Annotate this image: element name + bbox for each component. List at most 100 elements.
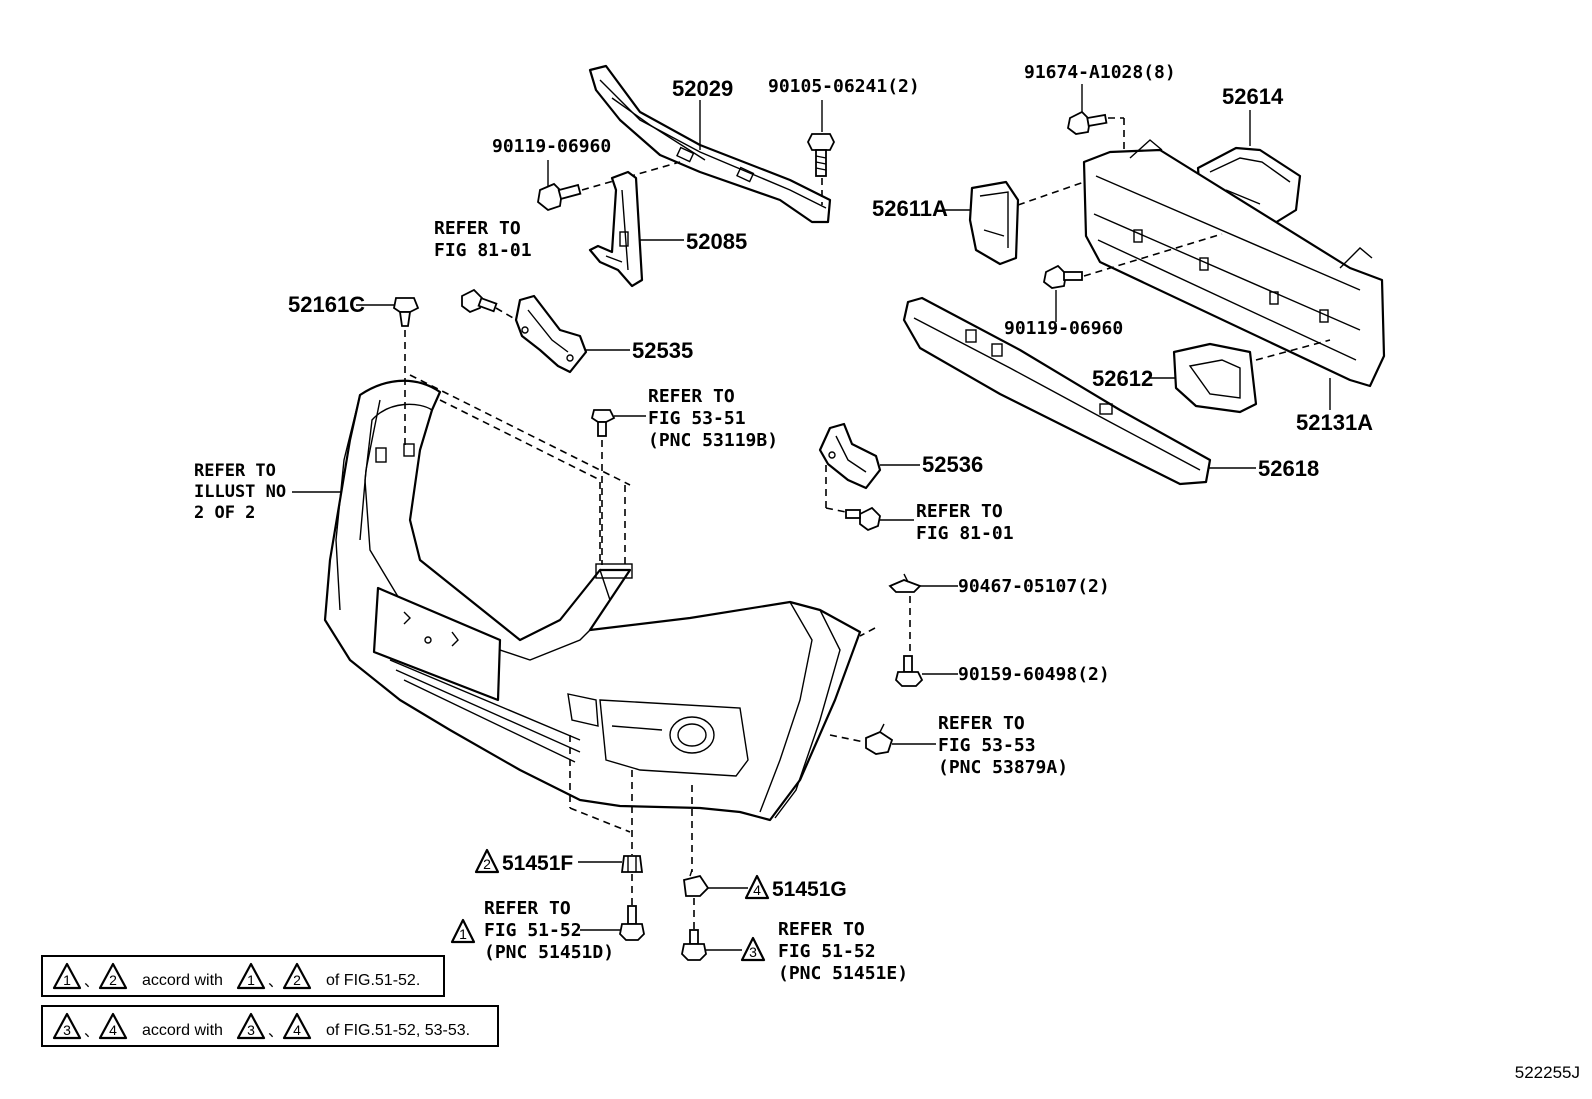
part-52611A-shape — [968, 180, 1020, 266]
note2-tri-c: 3 — [247, 1022, 255, 1038]
ref5-line3: (PNC 53879A) — [938, 757, 1068, 778]
bolt-90119-left-icon — [537, 182, 582, 212]
dash-bumper-a — [409, 374, 631, 486]
note1-tri-d: 2 — [293, 972, 301, 988]
bolt-91674-icon — [1067, 110, 1108, 135]
bolt-ref1-icon — [461, 288, 498, 314]
ref7-line2: FIG 51-52 — [778, 941, 876, 962]
bolt-90159-icon — [895, 655, 924, 687]
clip-52161C-icon — [392, 297, 420, 327]
dash-90467b — [859, 627, 876, 637]
label-90119-right: 90119-06960 — [1004, 318, 1123, 339]
label-52611A: 52611A — [872, 196, 948, 221]
ref1-line2: FIG 81-01 — [434, 240, 532, 261]
ref4-line1: REFER TO — [916, 501, 1003, 522]
ref5-line1: REFER TO — [938, 713, 1025, 734]
clip-ref5-icon — [865, 723, 894, 755]
part-52612-shape — [1172, 342, 1258, 414]
note2-box: 3 、 4 accord with 3 、 4 of FIG.51-52, 53… — [41, 1005, 499, 1047]
ref6-line3: (PNC 51451D) — [484, 942, 614, 963]
ref2-line2: FIG 53-51 — [648, 408, 746, 429]
triangle-3-icon: 3 — [740, 936, 766, 962]
bolt-90105-icon — [806, 133, 836, 177]
note2-tail: of FIG.51-52, 53-53. — [326, 1022, 470, 1039]
ref4-block: REFER TO FIG 81-01 — [916, 501, 1014, 544]
note2-tri-d: 4 — [293, 1022, 301, 1038]
bolt-90119-right-icon — [1043, 264, 1083, 289]
ref3-line2: ILLUST NO — [194, 482, 286, 502]
figure-id: 522255J — [1515, 1063, 1580, 1082]
dash-bumper-b — [439, 399, 601, 481]
ref3-block: REFER TO ILLUST NO 2 OF 2 — [194, 461, 286, 523]
triangle-4-icon: 4 — [744, 874, 770, 900]
dash-ref5 — [829, 734, 865, 743]
ref2-block: REFER TO FIG 53-51 (PNC 53119B) — [648, 386, 778, 451]
ref4-line2: FIG 81-01 — [916, 523, 1014, 544]
clip-90467-icon — [888, 573, 922, 593]
dash-52612 — [1255, 339, 1331, 361]
note1-mid: accord with — [142, 972, 223, 989]
note2-tri-a: 3 — [63, 1022, 71, 1038]
ref5-line2: FIG 53-53 — [938, 735, 1036, 756]
label-52085: 52085 — [686, 229, 747, 254]
bolt-ref6-icon — [619, 905, 645, 941]
ref7-line1: REFER TO — [778, 919, 865, 940]
label-90119-left: 90119-06960 — [492, 136, 611, 157]
label-52161C: 52161C — [288, 292, 365, 317]
triangle-2-icon: 2 — [474, 848, 500, 874]
label-52618: 52618 — [1258, 456, 1319, 481]
note2-tri-b: 4 — [109, 1022, 117, 1038]
tri-3-text: 3 — [749, 944, 757, 960]
label-91674: 91674-A1028(8) — [1024, 62, 1176, 83]
label-90159: 90159-60498(2) — [958, 664, 1110, 685]
note1-tail: of FIG.51-52. — [326, 972, 420, 989]
label-52535: 52535 — [632, 338, 693, 363]
label-90467: 90467-05107(2) — [958, 576, 1110, 597]
part-52085-shape — [588, 170, 644, 288]
ref2-line1: REFER TO — [648, 386, 735, 407]
ref7-line3: (PNC 51451E) — [778, 963, 908, 984]
tri-2-text: 2 — [483, 856, 491, 872]
dash-bottom-b — [569, 807, 631, 833]
note1-tri-a: 1 — [63, 972, 71, 988]
ref1-line1: REFER TO — [434, 218, 521, 239]
ref3-line3: 2 OF 2 — [194, 503, 255, 523]
note1-box: 1 、 2 accord with 1 、 2 of FIG.51-52. — [41, 955, 445, 997]
note1-sep1: 、 — [84, 973, 99, 990]
note2-sep2: 、 — [268, 1023, 283, 1040]
clip-51451F-icon — [620, 855, 644, 873]
dash-52611A — [1017, 181, 1085, 206]
bolt-ref4-icon — [845, 506, 881, 532]
ref6-line2: FIG 51-52 — [484, 920, 582, 941]
note1-sep2: 、 — [268, 973, 283, 990]
part-52535-shape — [514, 294, 588, 374]
ref3-line1: REFER TO — [194, 461, 276, 481]
bumper-cover-shape — [323, 379, 862, 822]
label-51451F: 51451F — [502, 852, 573, 875]
tri-4-text: 4 — [753, 882, 761, 898]
ref7-block: REFER TO FIG 51-52 (PNC 51451E) — [778, 919, 908, 984]
part-52618-shape — [902, 296, 1212, 486]
clip-51451G-icon — [683, 869, 710, 897]
ref2-line3: (PNC 53119B) — [648, 430, 778, 451]
ref6-line1: REFER TO — [484, 898, 571, 919]
tri-1-text: 1 — [459, 926, 467, 942]
note1-tri-c: 1 — [247, 972, 255, 988]
part-52029-shape — [588, 64, 832, 224]
label-52029: 52029 — [672, 76, 733, 101]
ref5-block: REFER TO FIG 53-53 (PNC 53879A) — [938, 713, 1068, 778]
label-52614: 52614 — [1222, 84, 1284, 109]
note1-tri-b: 2 — [109, 972, 117, 988]
dash-90119-right — [1083, 233, 1223, 277]
dash-ref1 — [495, 307, 521, 323]
label-52131A: 52131A — [1296, 410, 1373, 435]
note2-mid: accord with — [142, 1022, 223, 1039]
label-52536: 52536 — [922, 452, 983, 477]
ref6-block: REFER TO FIG 51-52 (PNC 51451D) — [484, 898, 614, 963]
part-52536-shape — [818, 422, 882, 490]
label-52612: 52612 — [1092, 366, 1153, 391]
label-90105: 90105-06241(2) — [768, 76, 920, 97]
label-51451G: 51451G — [772, 878, 847, 901]
bolt-ref2-icon — [590, 409, 616, 437]
